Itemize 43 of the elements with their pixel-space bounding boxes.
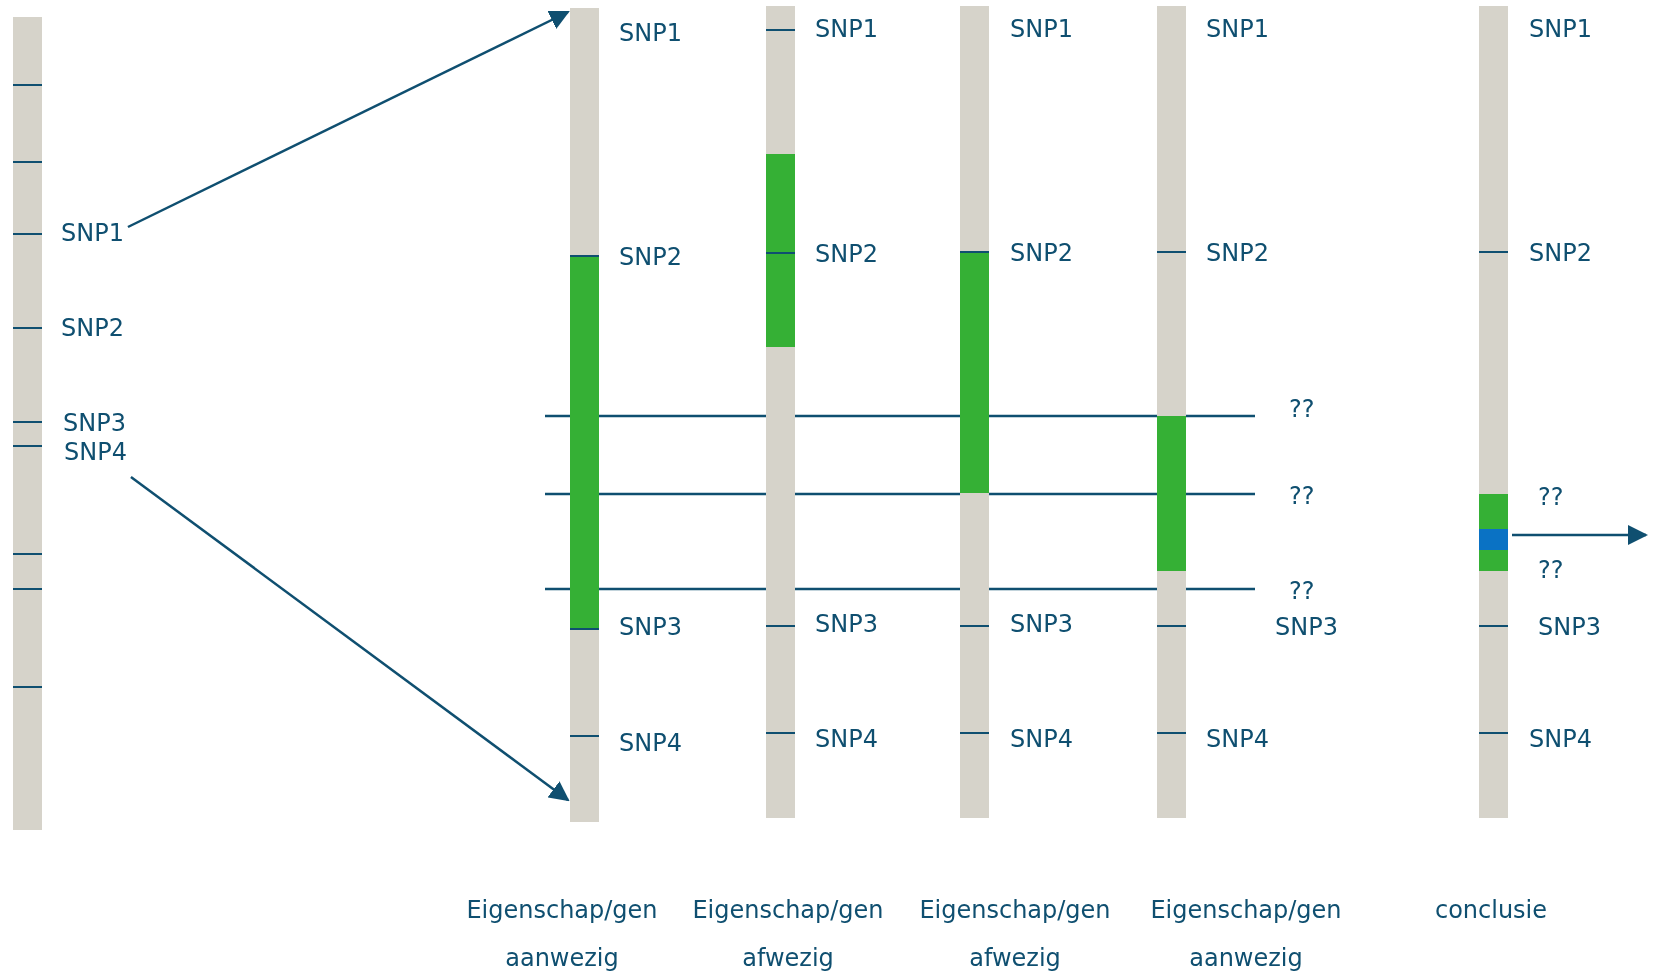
marker-label: SNP1 bbox=[61, 219, 124, 247]
chromosome-bar bbox=[1479, 6, 1508, 818]
marker-label: SNP3 bbox=[1010, 610, 1073, 638]
column-caption: Eigenschap/gen aanwezig bbox=[465, 895, 659, 974]
marker-label: SNP4 bbox=[1529, 725, 1592, 753]
marker-label: SNP1 bbox=[619, 19, 682, 47]
column-caption: Eigenschap/gen afwezig bbox=[918, 895, 1112, 974]
marker-label: SNP4 bbox=[64, 438, 127, 466]
marker-label: SNP1 bbox=[1529, 15, 1592, 43]
marker-label: SNP2 bbox=[1529, 239, 1592, 267]
column-caption: Eigenschap/gen afwezig bbox=[691, 895, 885, 974]
marker-label: SNP4 bbox=[1206, 725, 1269, 753]
marker-label: SNP3 bbox=[1538, 613, 1601, 641]
marker-label: SNP2 bbox=[61, 314, 124, 342]
chromosome-bar bbox=[1157, 6, 1186, 818]
arrow bbox=[127, 10, 570, 229]
chromosome-bar bbox=[960, 6, 989, 818]
marker-label: SNP2 bbox=[1010, 239, 1073, 267]
marker-label: SNP1 bbox=[1206, 15, 1269, 43]
marker-label: SNP3 bbox=[1275, 613, 1338, 641]
chromosome-bar bbox=[570, 8, 599, 822]
unknown-mark: ?? bbox=[1289, 395, 1315, 423]
column-caption: conclusie bbox=[1433, 895, 1549, 926]
marker-label: SNP2 bbox=[815, 240, 878, 268]
marker-label: SNP4 bbox=[815, 725, 878, 753]
marker-label: SNP3 bbox=[63, 409, 126, 437]
marker-label: SNP2 bbox=[1206, 239, 1269, 267]
marker-label: SNP1 bbox=[1010, 15, 1073, 43]
marker-label: SNP3 bbox=[619, 613, 682, 641]
marker-label: SNP4 bbox=[1010, 725, 1073, 753]
unknown-mark: ?? bbox=[1289, 577, 1315, 605]
column-caption: Eigenschap/gen aanwezig bbox=[1149, 895, 1343, 974]
arrow bbox=[130, 476, 570, 802]
marker-label: SNP3 bbox=[815, 610, 878, 638]
marker-label: SNP2 bbox=[619, 243, 682, 271]
marker-label: SNP1 bbox=[815, 15, 878, 43]
arrow bbox=[1512, 525, 1648, 545]
chromosome-bar bbox=[766, 6, 795, 818]
chromosome-bar bbox=[13, 17, 42, 830]
unknown-mark: ?? bbox=[1538, 556, 1564, 584]
unknown-mark: ?? bbox=[1538, 483, 1564, 511]
unknown-mark: ?? bbox=[1289, 482, 1315, 510]
marker-label: SNP4 bbox=[619, 729, 682, 757]
